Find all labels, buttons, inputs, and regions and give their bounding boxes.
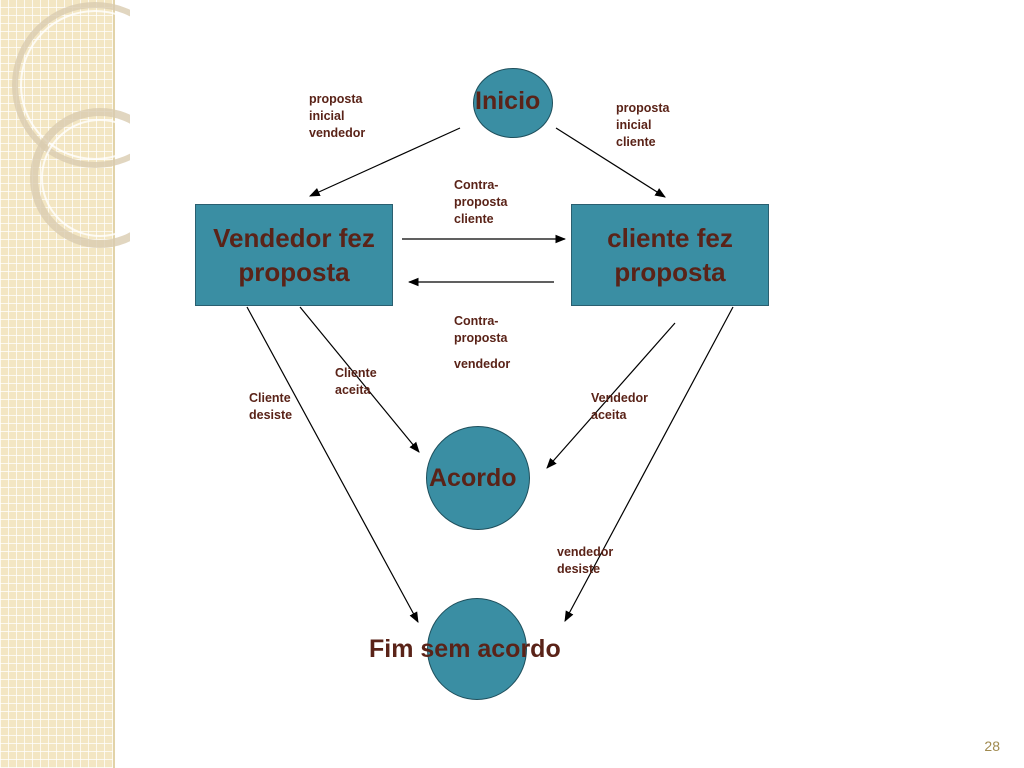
- label-vendedor-aceita: Vendedor aceita: [591, 391, 648, 422]
- decorative-rings: [12, 2, 130, 248]
- arrow-vendedor-to-acordo: [299, 306, 420, 453]
- label-contra-proposta-cliente: Contra- proposta cliente: [454, 178, 508, 226]
- vendedor-proposta-box: Vendedor fez proposta: [195, 204, 393, 306]
- acordo-circle: [426, 426, 530, 530]
- arrow-inicio-to-vendedor: [309, 127, 461, 197]
- arrow-inicio-to-cliente: [555, 127, 666, 198]
- cliente-proposta-label: cliente fez proposta: [607, 223, 733, 287]
- label-proposta-inicial-cliente: proposta inicial cliente: [616, 101, 670, 149]
- cliente-proposta-box: cliente fez proposta: [571, 204, 769, 306]
- inicio-label: Inicio: [475, 87, 541, 115]
- label-contra-proposta: Contra- proposta: [454, 314, 508, 345]
- label-vendedor-desiste: vendedor desiste: [557, 545, 614, 576]
- arrow-vendedor-to-fim: [246, 306, 419, 623]
- inicio-circle: [473, 68, 553, 138]
- vendedor-proposta-label: Vendedor fez proposta: [213, 223, 375, 287]
- arrow-cliente-to-acordo: [546, 322, 676, 469]
- acordo-label: Acordo: [429, 464, 517, 492]
- label-proposta-inicial-vendedor: proposta inicial vendedor: [309, 92, 366, 140]
- fim-circle: [427, 598, 527, 700]
- page-number: 28: [984, 738, 1000, 754]
- label-cliente-desiste: Cliente desiste: [249, 391, 293, 422]
- label-cliente-aceita: Cliente aceita: [335, 366, 377, 397]
- arrow-cliente-to-fim: [564, 306, 734, 622]
- fim-sem-acordo-label: Fim sem acordo: [369, 635, 561, 663]
- label-vendedor: vendedor: [454, 357, 511, 371]
